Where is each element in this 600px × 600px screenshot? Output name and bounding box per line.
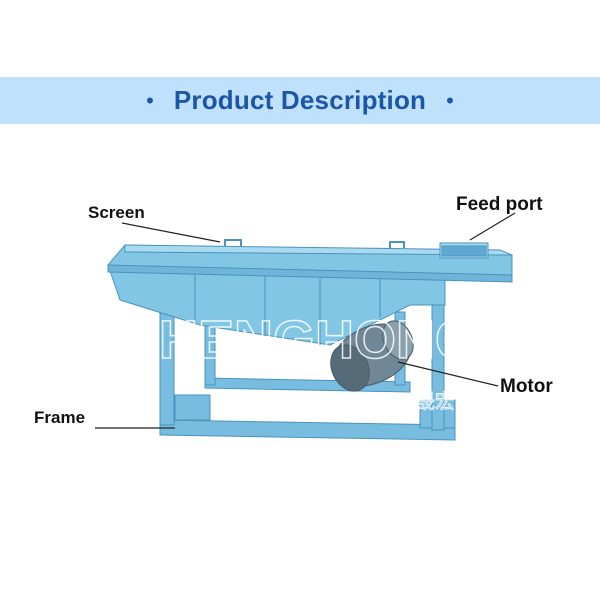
watermark-text: SHENGHONG bbox=[123, 310, 477, 370]
leader-lines bbox=[95, 212, 516, 429]
page-title: Product Description bbox=[173, 85, 427, 115]
lifting-handles bbox=[224, 239, 405, 248]
feed-port bbox=[439, 242, 489, 259]
screen-label: Screen bbox=[88, 203, 145, 222]
bullet-left-icon: • bbox=[146, 87, 154, 113]
frame-label: Frame bbox=[34, 408, 86, 427]
motor-label: Motor bbox=[500, 376, 553, 397]
vibration-motor bbox=[330, 320, 414, 392]
title-banner: • Product Description • bbox=[0, 77, 600, 124]
watermark-cn-text: 晟宏重工 bbox=[415, 389, 495, 413]
feed-port-label: Feed port bbox=[456, 194, 543, 215]
bullet-right-icon: • bbox=[446, 87, 454, 113]
screen-box bbox=[107, 244, 513, 346]
